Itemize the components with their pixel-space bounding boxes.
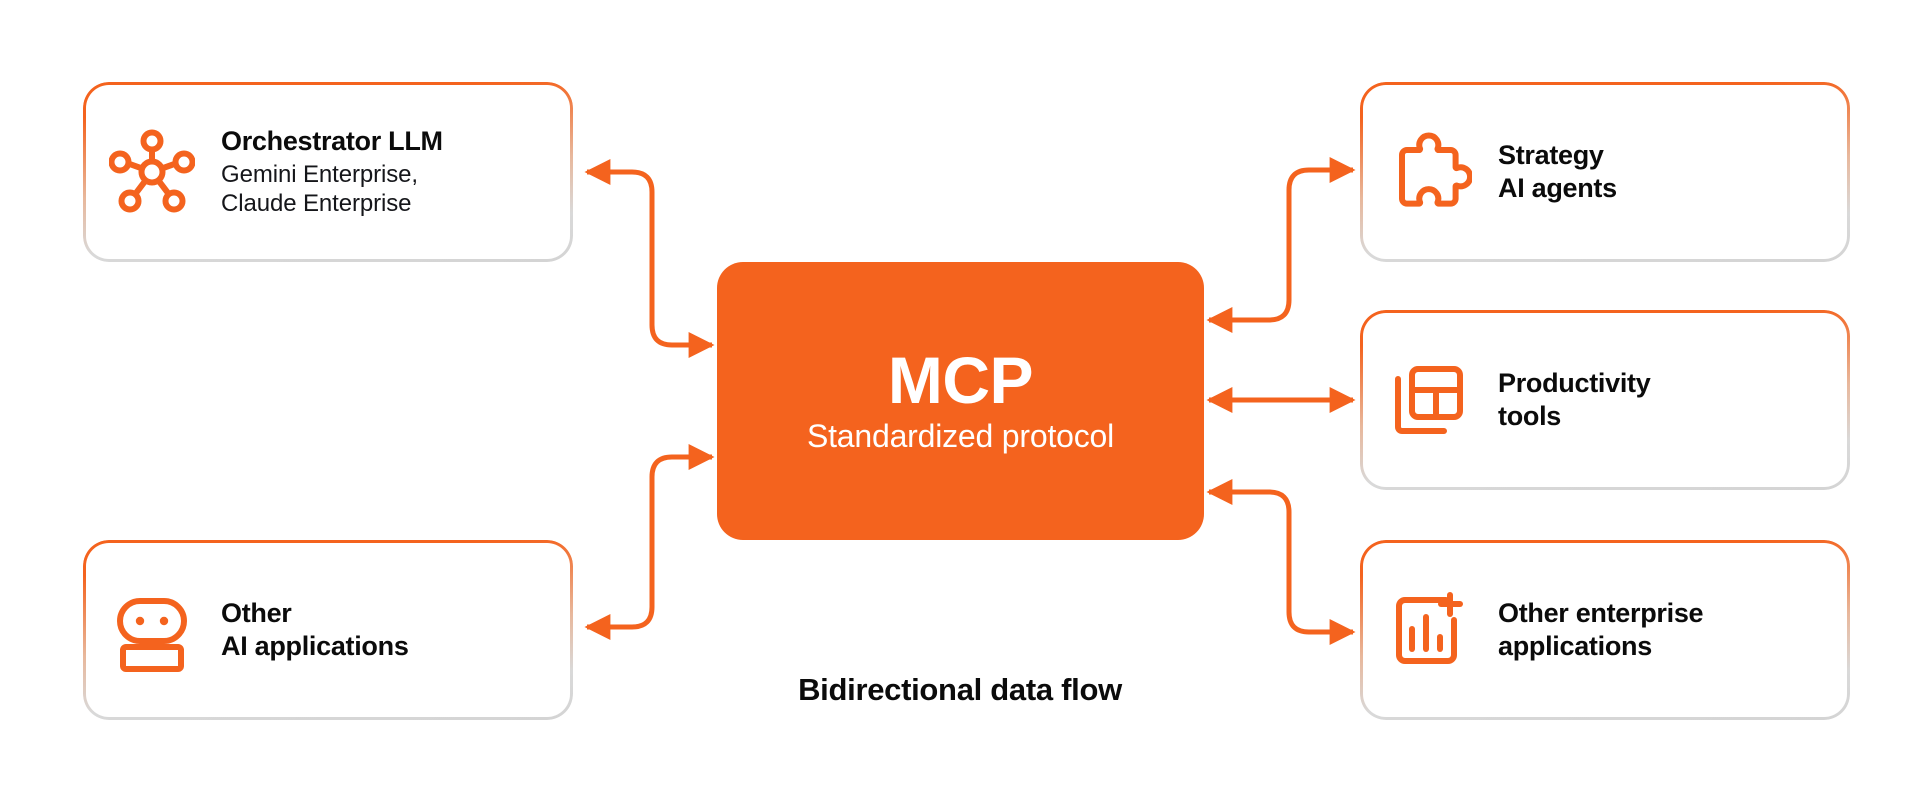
- node-card-other-enterprise-applications[interactable]: Other enterprise applications: [1360, 540, 1850, 720]
- node-card-strategy-ai-agents[interactable]: Strategy AI agents: [1360, 82, 1850, 262]
- node-title: Orchestrator LLM: [221, 126, 443, 157]
- node-title: Strategy AI agents: [1498, 140, 1617, 203]
- connector-otherai-hub: [584, 444, 715, 640]
- node-card-text: Orchestrator LLM Gemini Enterprise, Clau…: [221, 125, 443, 218]
- hub-title: MCP: [887, 342, 1034, 417]
- robot-icon: [117, 598, 187, 672]
- node-card-text: Other AI applications: [221, 597, 409, 663]
- hub-node-mcp[interactable]: MCP Standardized protocol: [717, 262, 1204, 540]
- node-card-orchestrator-llm[interactable]: Orchestrator LLM Gemini Enterprise, Clau…: [83, 82, 573, 262]
- connector-hub-strategy: [1206, 157, 1356, 333]
- puzzle-piece-icon: [1399, 132, 1472, 207]
- hub-network-icon: [109, 129, 195, 213]
- connector-orchestrator-hub: [584, 159, 715, 358]
- node-subtitle: Gemini Enterprise, Claude Enterprise: [221, 161, 418, 218]
- node-card-productivity-tools[interactable]: Productivity tools: [1360, 310, 1850, 490]
- node-card-text: Productivity tools: [1498, 367, 1651, 433]
- node-card-other-ai-applications[interactable]: Other AI applications: [83, 540, 573, 720]
- node-title: Other enterprise applications: [1498, 598, 1704, 661]
- node-title: Productivity tools: [1498, 368, 1651, 431]
- bar-chart-plus-icon: [1396, 592, 1463, 664]
- layout-panels-icon: [1395, 366, 1463, 434]
- node-card-text: Strategy AI agents: [1498, 139, 1617, 205]
- node-card-text: Other enterprise applications: [1498, 597, 1704, 663]
- diagram-caption: Bidirectional data flow: [798, 672, 1122, 707]
- node-title: Other AI applications: [221, 598, 409, 661]
- connector-hub-otherenterprise: [1206, 479, 1356, 645]
- hub-subtitle: Standardized protocol: [806, 417, 1115, 454]
